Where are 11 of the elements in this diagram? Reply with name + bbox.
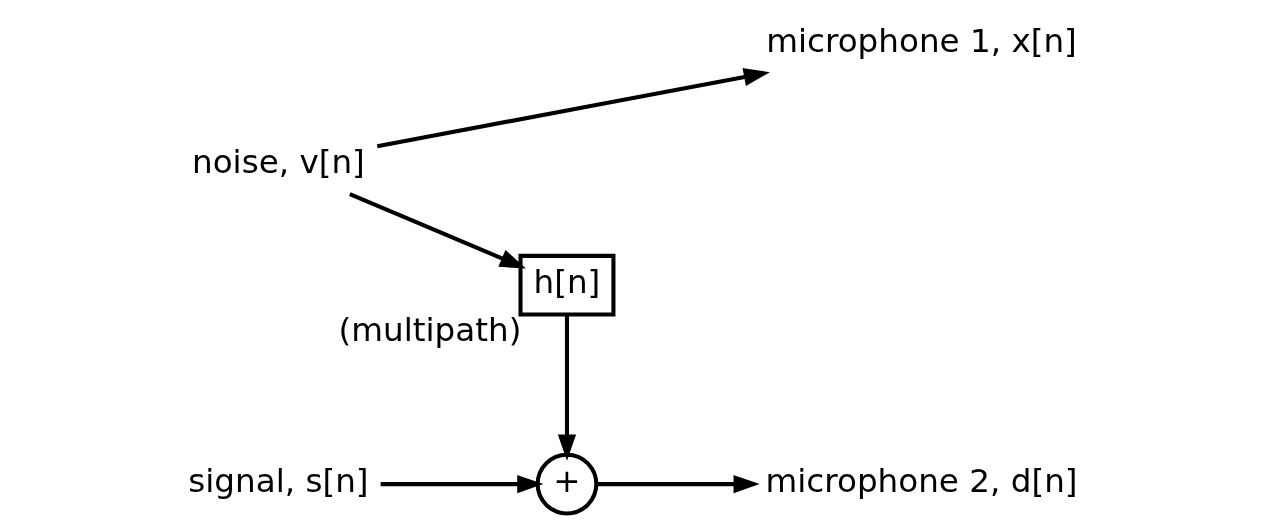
node-text: microphone 1, x[n]: [766, 22, 1077, 61]
arrow: [349, 192, 526, 269]
node-text: microphone 2, d[n]: [765, 462, 1078, 501]
node-text: signal, s[n]: [188, 462, 369, 501]
arrow: [557, 314, 577, 461]
node-circle: +: [535, 452, 599, 516]
node-box: h[n]: [518, 253, 616, 317]
arrow: [380, 474, 544, 494]
arrow: [596, 474, 760, 494]
arrow: [376, 68, 770, 149]
node-text: noise, v[n]: [192, 142, 365, 181]
